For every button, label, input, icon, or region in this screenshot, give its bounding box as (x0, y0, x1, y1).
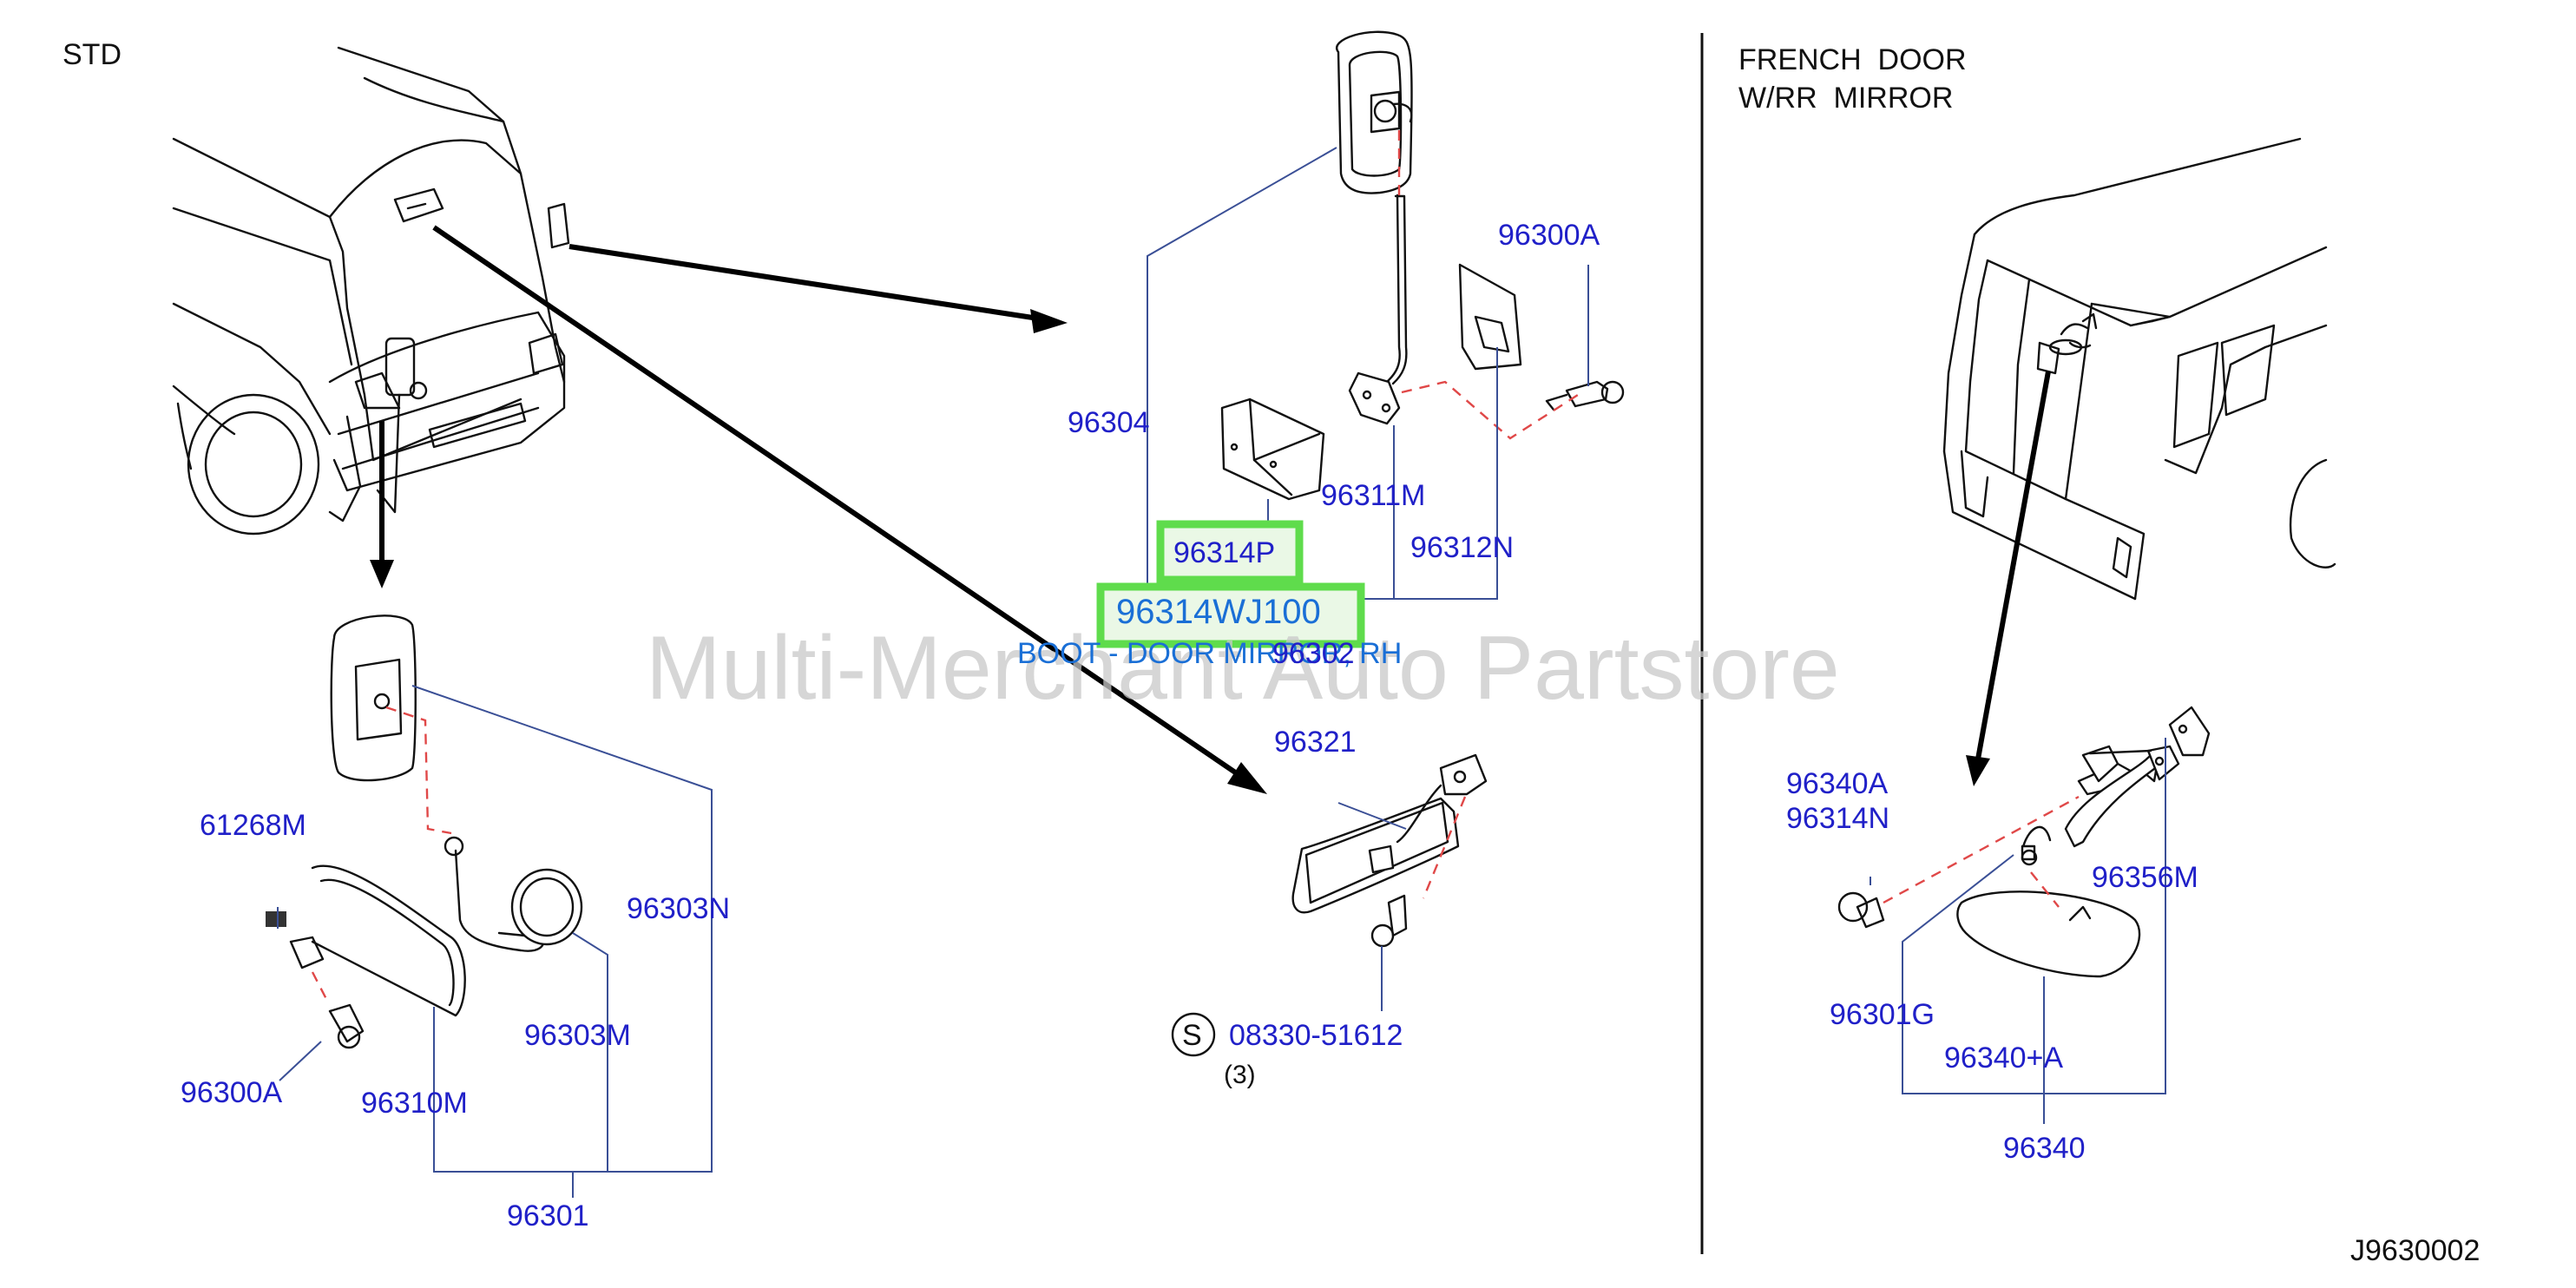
mirror-assembly-right (1837, 706, 2211, 1124)
part-tooltip: BOOT - DOOR MIRROR, RH (1017, 637, 1402, 670)
part-96321[interactable]: 96321 (1274, 726, 1357, 759)
part-96314N[interactable]: 96314N (1786, 802, 1889, 835)
part-96314P[interactable]: 96314P (1173, 536, 1275, 569)
part-96311M[interactable]: 96311M (1321, 479, 1425, 512)
watermark: Multi-Merchant Auto Partstore (646, 618, 1840, 719)
part-96304[interactable]: 96304 (1068, 406, 1150, 439)
screw-symbol: S (1182, 1019, 1202, 1052)
part-96340[interactable]: 96340 (2003, 1132, 2086, 1165)
van-front-illustration (172, 46, 570, 536)
section-label-french-door: FRENCH DOOR (1738, 43, 1967, 76)
part-96303M[interactable]: 96303M (524, 1019, 631, 1052)
section-label-rr-mirror: W/RR MIRROR (1738, 82, 1953, 115)
part-96301G[interactable]: 96301G (1830, 998, 1935, 1031)
highlight-box-96314P (1156, 520, 1304, 584)
part-96310M[interactable]: 96310M (361, 1087, 468, 1120)
highlight-box-96314WJ100 (1096, 582, 1365, 648)
part-96300A-bottom[interactable]: 96300A (181, 1076, 283, 1109)
part-61268M[interactable]: 61268M (200, 809, 306, 842)
part-96314WJ100[interactable]: 96314WJ100 (1116, 593, 1321, 631)
drawing-code: J9630002 (2350, 1234, 2480, 1267)
part-96340plusA[interactable]: 96340+A (1944, 1042, 2063, 1074)
part-96301[interactable]: 96301 (507, 1199, 589, 1232)
part-96356M[interactable]: 96356M (2092, 861, 2198, 894)
mirror-assembly-bottom-center (1171, 753, 1488, 1057)
section-label-std: STD (62, 38, 122, 71)
van-rear-illustration (1942, 137, 2336, 601)
part-96340A[interactable]: 96340A (1786, 767, 1889, 800)
part-96303N[interactable]: 96303N (627, 892, 730, 925)
pointer-arrows (370, 225, 2051, 794)
part-96300A-top[interactable]: 96300A (1498, 219, 1600, 252)
part-96312N[interactable]: 96312N (1410, 531, 1514, 564)
part-08330-51612[interactable]: 08330-51612 (1229, 1019, 1403, 1052)
mirror-assembly-bottom-left (266, 614, 713, 1198)
part-qty-3: (3) (1224, 1061, 1256, 1089)
mirror-assembly-top (1147, 30, 1625, 600)
part-96302[interactable]: 96302 (1272, 637, 1355, 670)
